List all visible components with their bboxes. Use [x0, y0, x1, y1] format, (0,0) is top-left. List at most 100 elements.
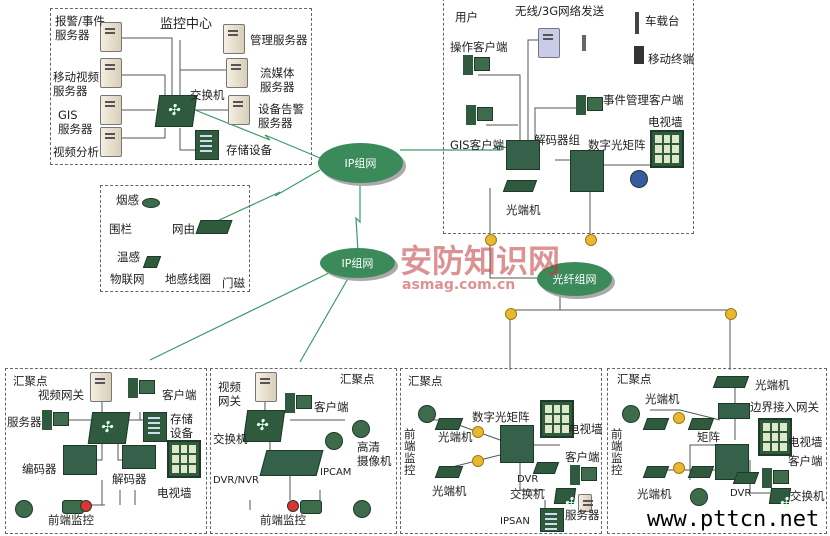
door-sensor-label: 门磁	[222, 276, 245, 290]
agg1-alarm-icon	[80, 500, 92, 512]
optical-label: 光端机	[506, 203, 541, 217]
agg1-front-label: 前端监控	[48, 513, 94, 527]
aggregation-box-1	[5, 368, 207, 534]
fiber-network-cloud: 光纤组网	[537, 262, 612, 296]
agg2-dvr-label: DVR/NVR	[213, 475, 259, 486]
ip-network-cloud: IP组网	[318, 143, 403, 183]
agg3-dvr-label: DVR	[517, 474, 539, 485]
agg2-dome-camera-icon	[353, 500, 371, 518]
tower-icon	[582, 35, 586, 51]
gis-client-label: GIS客户端	[450, 138, 505, 152]
aggregation-box-4	[607, 368, 827, 534]
mobile-video-server-icon	[100, 58, 122, 88]
operator-icon	[630, 170, 648, 188]
streaming-server-icon	[226, 58, 248, 88]
op-client-label: 操作客户端	[450, 40, 508, 54]
video-analysis-label: 视频分析	[53, 145, 99, 159]
agg1-gateway-label: 视频网关	[38, 388, 84, 402]
ip-network-cloud-2: IP组网	[320, 248, 395, 278]
agg3-title: 汇聚点	[408, 374, 443, 388]
agg2-hd-camera-icon	[352, 420, 370, 438]
agg2-title: 汇聚点	[340, 372, 375, 386]
vehicle-radio-icon	[635, 12, 639, 34]
tv-wall-label: 电视墙	[648, 115, 683, 129]
fiber-node	[673, 412, 685, 424]
wireless-label: 无线/3G网络发送	[515, 4, 605, 18]
agg2-client-label: 客户端	[314, 400, 349, 414]
agg4-optical-top-label: 光端机	[755, 378, 790, 392]
agg3-optical-1-label: 光端机	[438, 430, 473, 444]
agg4-optical-2-icon	[642, 466, 670, 478]
device-alarm-server-label: 设备告警 服务器	[258, 102, 304, 130]
control-center-title: 监控中心	[160, 17, 213, 32]
agg2-alarm-icon	[287, 500, 299, 512]
agg1-server-icon	[42, 410, 69, 432]
site-watermark: www.pttcn.net	[645, 507, 822, 532]
agg3-tv-wall-label: 电视墙	[568, 422, 603, 436]
op-client-icon	[463, 55, 490, 77]
decoder-group-icon	[506, 140, 540, 170]
agg4-tv-wall-icon	[758, 418, 792, 456]
fiber-node	[472, 426, 484, 438]
streaming-server-label: 流媒体 服务器	[260, 66, 295, 94]
fiber-node	[472, 455, 484, 467]
iot-label: 物联网	[110, 272, 145, 286]
wireless-gateway-icon	[538, 28, 560, 58]
device-alarm-server-icon	[228, 95, 250, 125]
agg1-tv-wall-label: 电视墙	[157, 486, 192, 500]
agg4-matrix-label: 矩阵	[697, 430, 720, 444]
aggregation-box-2	[210, 368, 397, 534]
agg3-ipsan-label: IPSAN	[500, 516, 530, 527]
mgmt-server-label: 管理服务器	[250, 33, 308, 47]
agg1-encoder-icon	[63, 445, 97, 475]
agg4-dome-camera-icon	[622, 405, 640, 423]
agg2-front-label: 前端监控	[260, 513, 306, 527]
agg2-hd-camera-icon	[325, 432, 343, 450]
agg2-gateway-label: 视频 网关	[218, 380, 241, 408]
control-center-box	[50, 8, 312, 165]
agg4-optical-top-icon	[712, 376, 750, 388]
agg3-client-label: 客户端	[565, 450, 600, 464]
agg4-gateway-icon	[718, 403, 750, 419]
agg4-optical-1-icon	[642, 418, 670, 430]
switch-label: 交换机	[190, 88, 225, 102]
agg1-client-icon	[128, 378, 155, 400]
agg1-switch-icon	[87, 412, 131, 444]
agg1-gateway-icon	[90, 372, 112, 402]
fiber-node	[505, 308, 517, 320]
agg4-client-label: 客户端	[788, 454, 823, 468]
agg3-tv-wall-icon	[540, 400, 574, 438]
agg2-switch-icon	[242, 410, 286, 442]
temp-sensor-label: 温感	[117, 250, 140, 264]
agg1-encoder-label: 编码器	[22, 462, 57, 476]
agg1-server-label: 服务器	[7, 415, 42, 429]
agg4-gateway-label: 边界接入网关	[750, 400, 819, 414]
agg4-optical-3-icon	[687, 418, 715, 430]
storage-label: 存储设备	[226, 143, 272, 157]
agg4-switch-icon	[768, 488, 792, 504]
mobile-terminal-icon	[634, 46, 644, 64]
agg3-optical-2-icon	[434, 466, 464, 478]
gis-server-label: GIS 服务器	[58, 108, 93, 136]
agg2-camera-icon	[300, 500, 322, 514]
fiber-node	[585, 234, 597, 246]
agg4-front-label: 前 端 监 控	[611, 427, 623, 477]
optical-icon	[502, 180, 538, 192]
agg3-ipsan-icon	[540, 508, 564, 532]
router-label: 网由	[172, 222, 195, 236]
agg3-optical-2-label: 光端机	[432, 484, 467, 498]
agg2-ipcam-label: IPCAM	[320, 467, 352, 478]
iot-box	[100, 185, 250, 292]
agg4-dome-camera-icon	[690, 488, 708, 506]
agg3-client-icon	[570, 465, 597, 487]
matrix-label: 数字光矩阵	[588, 138, 646, 152]
gis-client-icon	[466, 105, 493, 127]
fiber-node	[725, 308, 737, 320]
agg4-optical-1-label: 光端机	[645, 392, 680, 406]
agg2-switch-label: 交换机	[213, 432, 248, 446]
agg4-dvr-label: DVR	[730, 488, 752, 499]
agg4-optical-2-label: 光端机	[637, 487, 672, 501]
agg3-matrix-label: 数字光矩阵	[472, 410, 530, 424]
agg4-tv-wall-label: 电视墙	[788, 435, 823, 449]
storage-icon	[195, 130, 219, 160]
